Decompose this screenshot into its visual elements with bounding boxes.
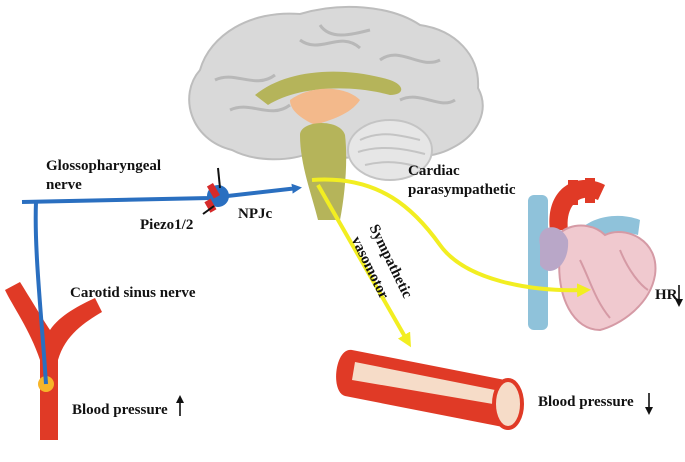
- piezo-channel-2: [204, 198, 217, 213]
- piezo-pointer-2: [202, 205, 215, 215]
- glossopharyngeal-label-line2: nerve: [46, 177, 82, 193]
- vessel-inner: [352, 362, 495, 404]
- heart-illustration: [528, 178, 657, 332]
- npjc-label: NPJc: [238, 206, 273, 222]
- hr-down-arrow: [675, 285, 683, 307]
- carotid-sinus-nerve-path: [33, 201, 48, 385]
- blood-vessel-illustration: [336, 349, 524, 430]
- npjc-ganglion: [202, 167, 229, 215]
- cerebellum-folds: [357, 133, 426, 169]
- carotid-sinus-nerve-label: Carotid sinus nerve: [70, 285, 196, 301]
- blood-pressure-right-label: Blood pressure: [538, 394, 634, 410]
- vessel-opening: [492, 378, 524, 430]
- heart-body: [556, 224, 657, 332]
- bp-down-arrow: [645, 393, 653, 415]
- piezo-pointer-1: [217, 167, 221, 189]
- piezo-label: Piezo1/2: [140, 217, 194, 233]
- coronary-vessels: [579, 249, 649, 319]
- glossopharyngeal-label-line1: Glossopharyngeal: [46, 158, 162, 174]
- piezo-channel-1: [206, 182, 220, 199]
- cardiac-label-line2: parasympathetic: [408, 182, 516, 198]
- cardiac-label-line1: Cardiac: [408, 163, 460, 179]
- brain-illustration: [188, 5, 484, 220]
- brainstem: [300, 122, 347, 220]
- hypothalamus: [290, 88, 360, 125]
- sympathetic-vasomotor-path: [316, 184, 411, 348]
- heart-rate-label: HR: [655, 287, 678, 303]
- right-atrium: [539, 227, 569, 271]
- vena-cava: [528, 195, 548, 330]
- carotid-artery: [5, 282, 102, 440]
- aortic-branch-1: [568, 180, 578, 205]
- bp-up-arrow: [176, 395, 184, 416]
- cardiac-parasympathetic-path: [311, 177, 591, 298]
- brain-folds: [214, 24, 456, 113]
- aortic-branch-2: [585, 178, 595, 203]
- corpus-callosum: [255, 71, 402, 105]
- blood-pressure-left-label: Blood pressure: [72, 402, 168, 418]
